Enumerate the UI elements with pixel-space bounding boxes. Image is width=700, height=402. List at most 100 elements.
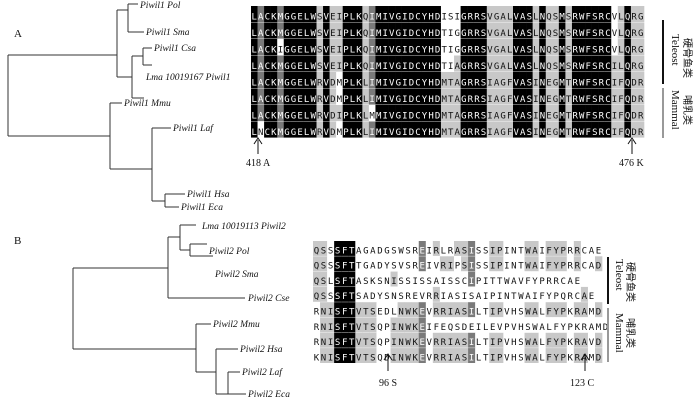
residue-letter: I bbox=[469, 308, 475, 318]
residue-cell bbox=[362, 55, 370, 72]
residue-letter: S bbox=[370, 338, 376, 348]
residue-letter: L bbox=[252, 13, 258, 23]
residue-cell bbox=[506, 39, 514, 56]
residue-letter: Q bbox=[546, 13, 552, 23]
residue-cell bbox=[355, 55, 363, 72]
residue-cell bbox=[401, 88, 409, 105]
residue-letter: W bbox=[579, 112, 585, 122]
residue-cell bbox=[611, 39, 619, 56]
residue-cell bbox=[524, 286, 532, 302]
residue-cell bbox=[327, 241, 335, 256]
residue-letter: W bbox=[579, 29, 585, 39]
residue-letter: A bbox=[455, 246, 461, 256]
residue-cell bbox=[296, 55, 304, 72]
residue-letter: N bbox=[540, 62, 546, 72]
residue-letter: M bbox=[278, 13, 284, 23]
residue-letter: R bbox=[474, 112, 480, 122]
residue-cell bbox=[383, 256, 391, 272]
residue-letter: L bbox=[507, 13, 513, 23]
residue-letter: K bbox=[568, 338, 574, 348]
residue-cell bbox=[320, 271, 328, 287]
residue-letter: V bbox=[514, 29, 520, 39]
residue-letter: C bbox=[605, 62, 611, 72]
residue-letter: M bbox=[559, 128, 565, 138]
residue-letter: N bbox=[504, 292, 510, 302]
residue-letter: R bbox=[638, 128, 644, 138]
residue-letter: I bbox=[476, 323, 482, 333]
residue-cell bbox=[587, 302, 596, 318]
residue-letter: D bbox=[596, 262, 602, 272]
residue-letter: I bbox=[383, 62, 389, 72]
residue-cell bbox=[408, 39, 416, 56]
residue-cell bbox=[296, 39, 304, 56]
residue-cell bbox=[369, 286, 377, 302]
residue-letter: D bbox=[435, 29, 441, 39]
residue-letter: E bbox=[546, 112, 552, 122]
residue-letter: C bbox=[415, 112, 421, 122]
residue-letter: F bbox=[525, 277, 531, 287]
residue-cell bbox=[290, 39, 298, 56]
residue-letter: W bbox=[310, 13, 316, 23]
residue-cell bbox=[461, 302, 469, 318]
residue-letter: S bbox=[462, 246, 468, 256]
residue-cell bbox=[283, 55, 291, 72]
residue-letter: A bbox=[455, 128, 461, 138]
residue-letter: C bbox=[265, 62, 271, 72]
residue-letter: D bbox=[370, 292, 376, 302]
residue-cell bbox=[397, 256, 405, 272]
residue-letter: V bbox=[514, 112, 520, 122]
teleost-label-en: Teleost bbox=[669, 34, 681, 66]
residue-letter: L bbox=[618, 62, 624, 72]
residue-letter: R bbox=[434, 292, 440, 302]
residue-letter: V bbox=[504, 308, 510, 318]
residue-cell bbox=[573, 241, 582, 256]
residue-letter: L bbox=[533, 62, 539, 72]
residue-cell bbox=[532, 6, 540, 23]
residue-cell bbox=[375, 6, 383, 23]
residue-cell bbox=[532, 39, 540, 56]
residue-cell bbox=[461, 256, 469, 272]
residue-cell bbox=[342, 121, 350, 138]
residue-cell bbox=[454, 332, 462, 348]
residue-cell bbox=[434, 121, 442, 138]
residue-letter: R bbox=[317, 128, 323, 138]
residue-letter: N bbox=[258, 128, 264, 138]
residue-cell bbox=[329, 39, 337, 56]
residue-cell bbox=[421, 105, 429, 122]
residue-cell bbox=[382, 88, 389, 105]
residue-letter: V bbox=[612, 13, 618, 23]
residue-letter: W bbox=[579, 128, 585, 138]
residue-cell bbox=[375, 121, 383, 138]
residue-cell bbox=[624, 72, 632, 89]
residue-letter: Q bbox=[561, 292, 567, 302]
residue-letter: E bbox=[490, 323, 496, 333]
residue-cell bbox=[480, 6, 488, 23]
residue-letter: W bbox=[525, 338, 531, 348]
residue-letter: S bbox=[335, 262, 341, 272]
residue-cell bbox=[460, 72, 468, 89]
residue-letter: R bbox=[638, 79, 644, 89]
residue-letter: I bbox=[337, 112, 343, 122]
residue-letter: F bbox=[342, 308, 348, 318]
residue-cell bbox=[591, 121, 599, 138]
residue-cell bbox=[510, 256, 518, 272]
residue-cell bbox=[390, 286, 398, 302]
marker-label: 418 A bbox=[246, 158, 271, 169]
residue-letter: R bbox=[631, 29, 637, 39]
residue-cell bbox=[598, 105, 605, 122]
residue-letter: V bbox=[511, 323, 517, 333]
residue-cell bbox=[467, 88, 474, 105]
residue-letter: I bbox=[427, 246, 433, 256]
residue-letter: W bbox=[405, 338, 411, 348]
residue-letter: W bbox=[405, 308, 411, 318]
residue-letter: W bbox=[310, 112, 316, 122]
residue-letter: W bbox=[525, 353, 531, 363]
residue-cell bbox=[475, 241, 483, 256]
residue-cell bbox=[566, 332, 575, 348]
residue-cell bbox=[368, 121, 376, 138]
residue-cell bbox=[418, 271, 427, 287]
residue-letter: N bbox=[540, 95, 546, 105]
marker-label: 123 C bbox=[570, 378, 595, 389]
residue-cell bbox=[277, 88, 285, 105]
residue-cell bbox=[383, 241, 391, 256]
